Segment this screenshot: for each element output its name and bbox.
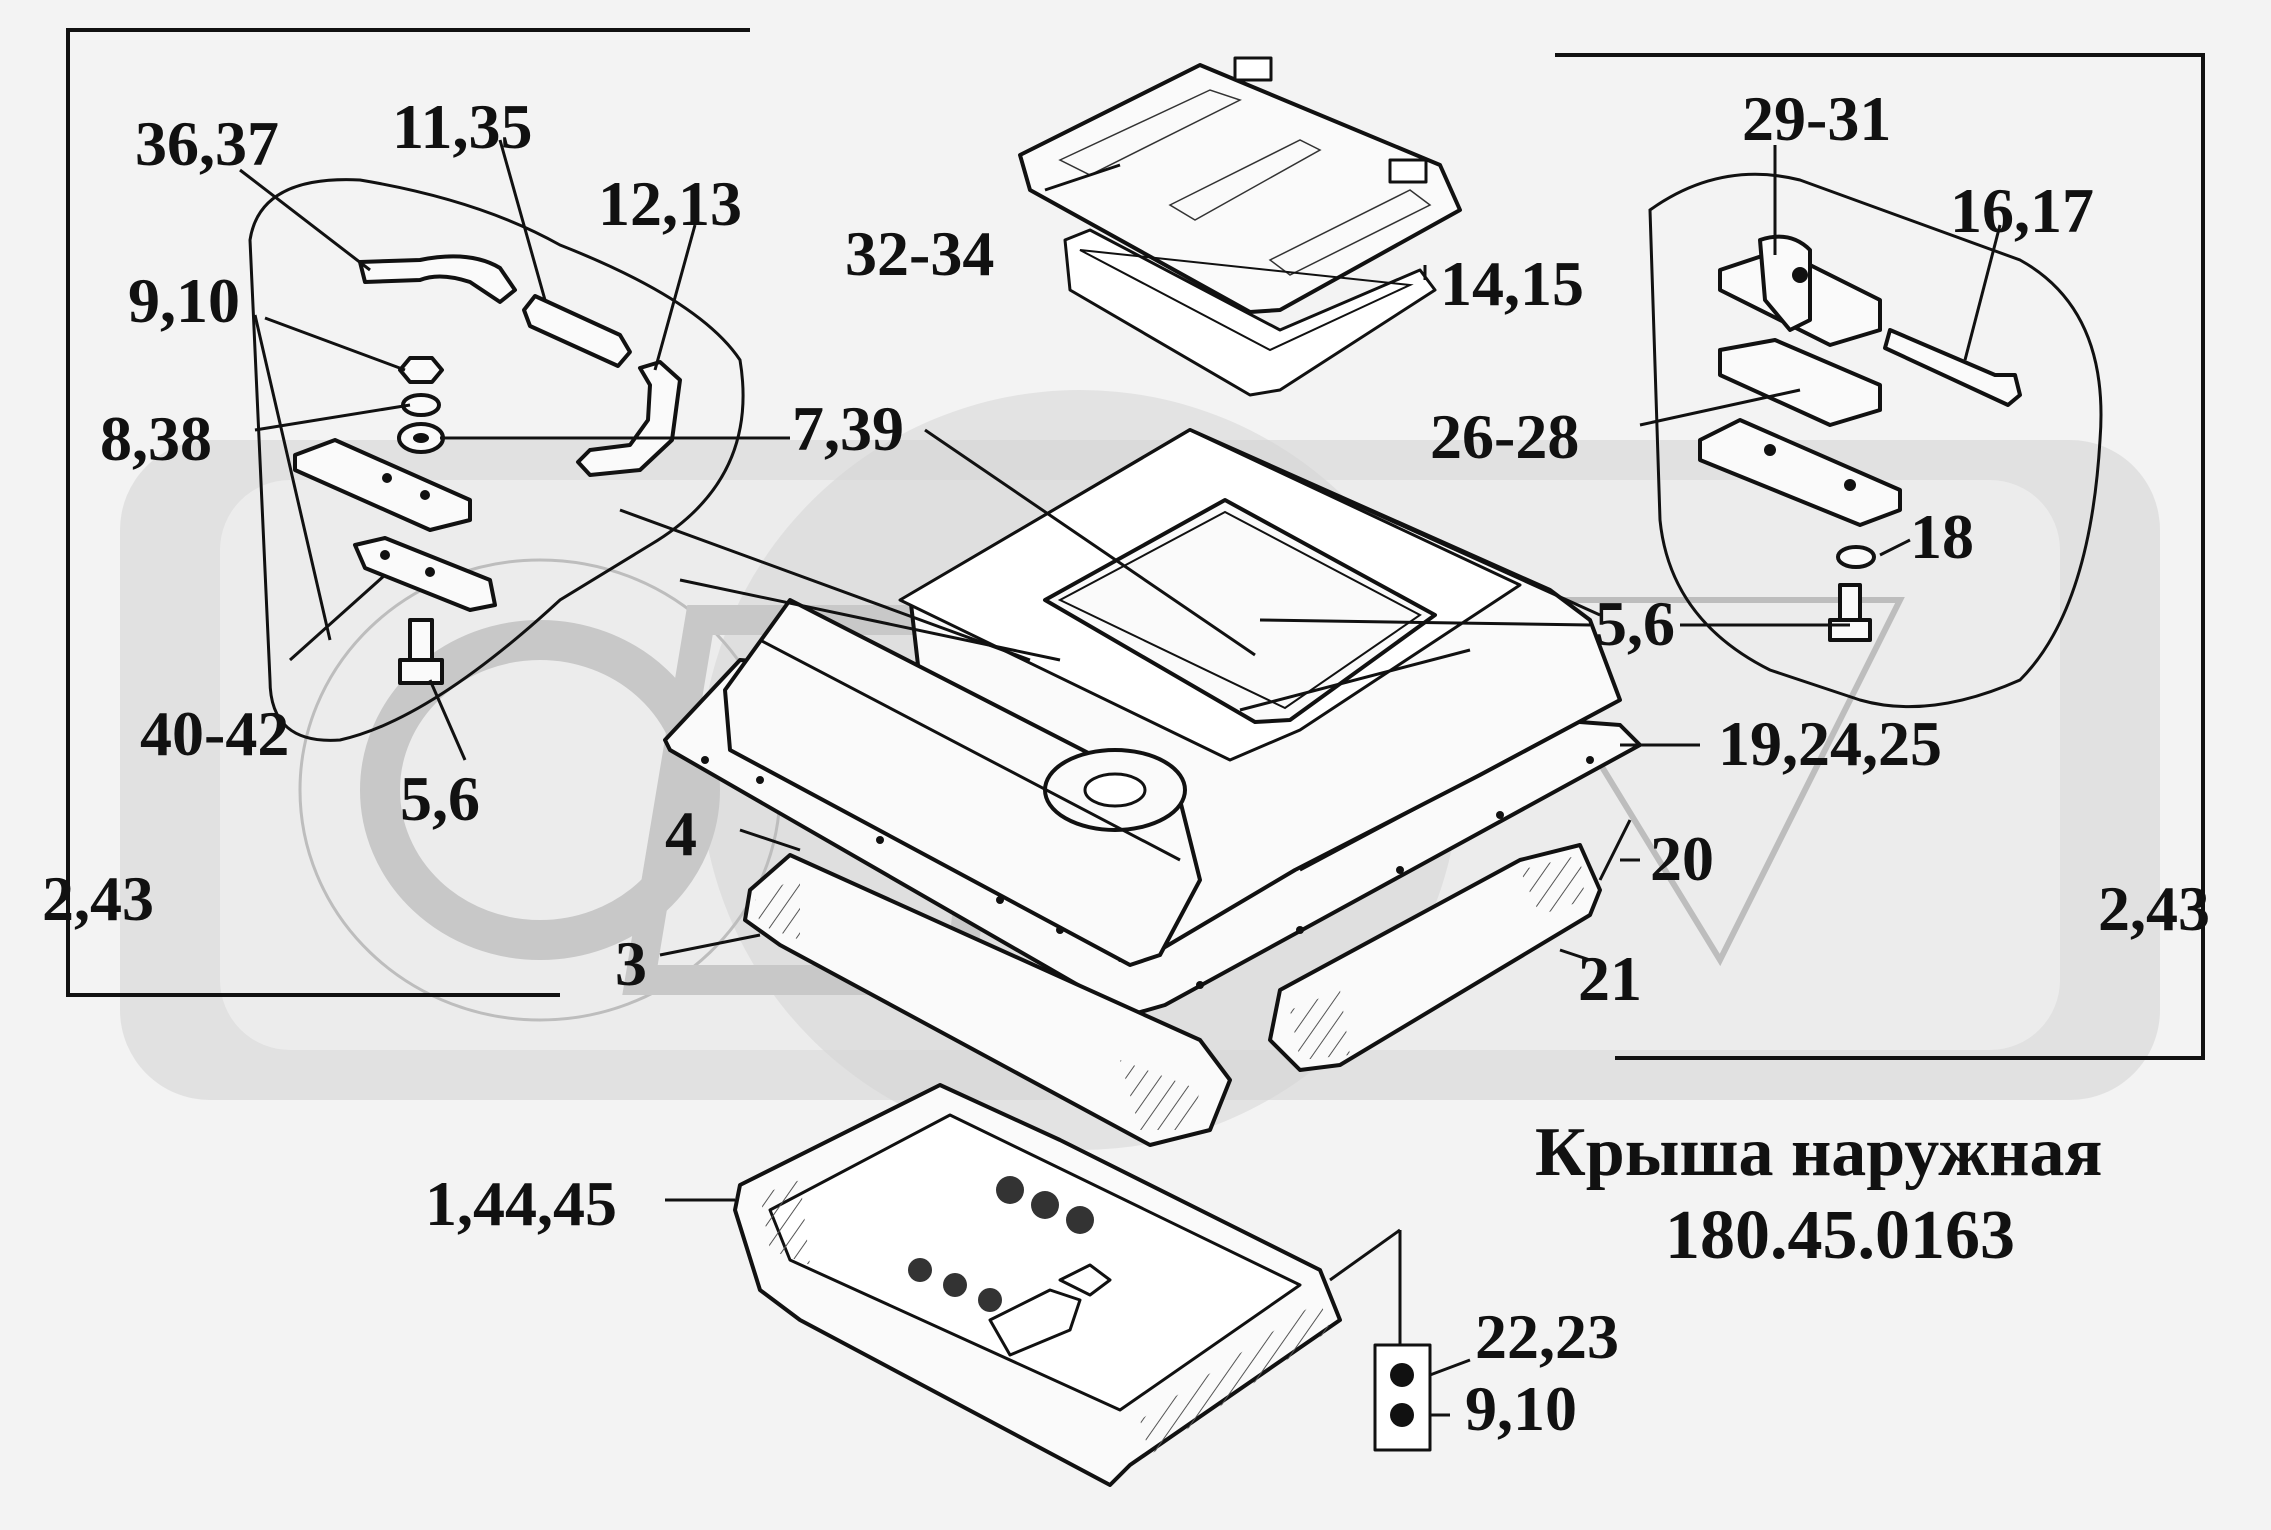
callout-5-6-left: 5,6	[400, 763, 480, 834]
callout-9-10-top: 9,10	[128, 265, 240, 336]
callout-8-38: 8,38	[100, 403, 212, 474]
hinge-part-40-42	[353, 536, 497, 612]
left-detail-outline	[248, 178, 745, 742]
grip-part-11-35	[522, 294, 632, 368]
washer-part-18	[1836, 545, 1876, 569]
callout-16-17: 16,17	[1950, 175, 2094, 246]
diagram-title: Крыша наружная 180.45.0163	[1535, 1114, 2102, 1274]
callout-4: 4	[665, 798, 697, 869]
callout-2-43-right: 2,43	[2098, 873, 2210, 944]
side-skirt-3	[743, 853, 1232, 1147]
callout-9-10-bottom: 9,10	[1465, 1373, 1577, 1444]
callout-3: 3	[615, 928, 647, 999]
callout-2-43-left: 2,43	[42, 863, 154, 934]
nut-strip-22-23	[1373, 1343, 1432, 1452]
callout-labels: 36,37 11,35 12,13 9,10 8,38 7,39 40-42 5…	[42, 83, 2210, 1444]
callout-21: 21	[1578, 943, 1642, 1014]
bottom-tray-1-44-45	[733, 1083, 1342, 1487]
callout-36-37: 36,37	[135, 108, 279, 179]
side-skirt-20-21	[1268, 843, 1602, 1072]
right-group-frame	[1555, 53, 2205, 1060]
hinge-part-29-31	[1718, 234, 1882, 347]
left-group-frame	[66, 28, 750, 997]
handle-part-36-37	[358, 254, 517, 304]
title-line-1: Крыша наружная	[1535, 1114, 2102, 1191]
callout-12-13: 12,13	[598, 168, 742, 239]
callout-5-6-right: 5,6	[1595, 588, 1675, 659]
pin-part-16-17	[1883, 328, 2022, 407]
callout-14-15: 14,15	[1440, 248, 1584, 319]
bolt-part-5-6-left	[398, 618, 444, 685]
callout-22-23: 22,23	[1475, 1301, 1619, 1372]
plate-part-26-28	[1718, 338, 1882, 427]
callout-29-31: 29-31	[1742, 83, 1891, 154]
callout-1-44-45: 1,44,45	[425, 1168, 617, 1239]
right-detail-outline	[1648, 172, 2103, 709]
seal-frame-14-15	[1063, 228, 1437, 397]
washer-part-8-38	[397, 393, 445, 454]
callout-32-34: 32-34	[845, 218, 994, 289]
callout-40-42: 40-42	[140, 698, 289, 769]
roof-assembly	[663, 428, 1642, 1017]
callout-11-35: 11,35	[392, 91, 532, 162]
callout-26-28: 26-28	[1430, 401, 1579, 472]
callout-20: 20	[1650, 823, 1714, 894]
callout-19-24-25: 19,24,25	[1718, 708, 1942, 779]
plate-part-left	[293, 438, 472, 532]
hatch-cover-32-34	[1018, 56, 1462, 314]
title-line-2: 180.45.0163	[1665, 1197, 2015, 1274]
leader-lines	[239, 139, 2002, 1417]
callout-18: 18	[1910, 501, 1974, 572]
plate-part-right	[1698, 418, 1902, 527]
nut-part-9-10	[398, 356, 444, 384]
callout-7-39: 7,39	[792, 393, 904, 464]
hook-part-12-13	[576, 360, 682, 477]
